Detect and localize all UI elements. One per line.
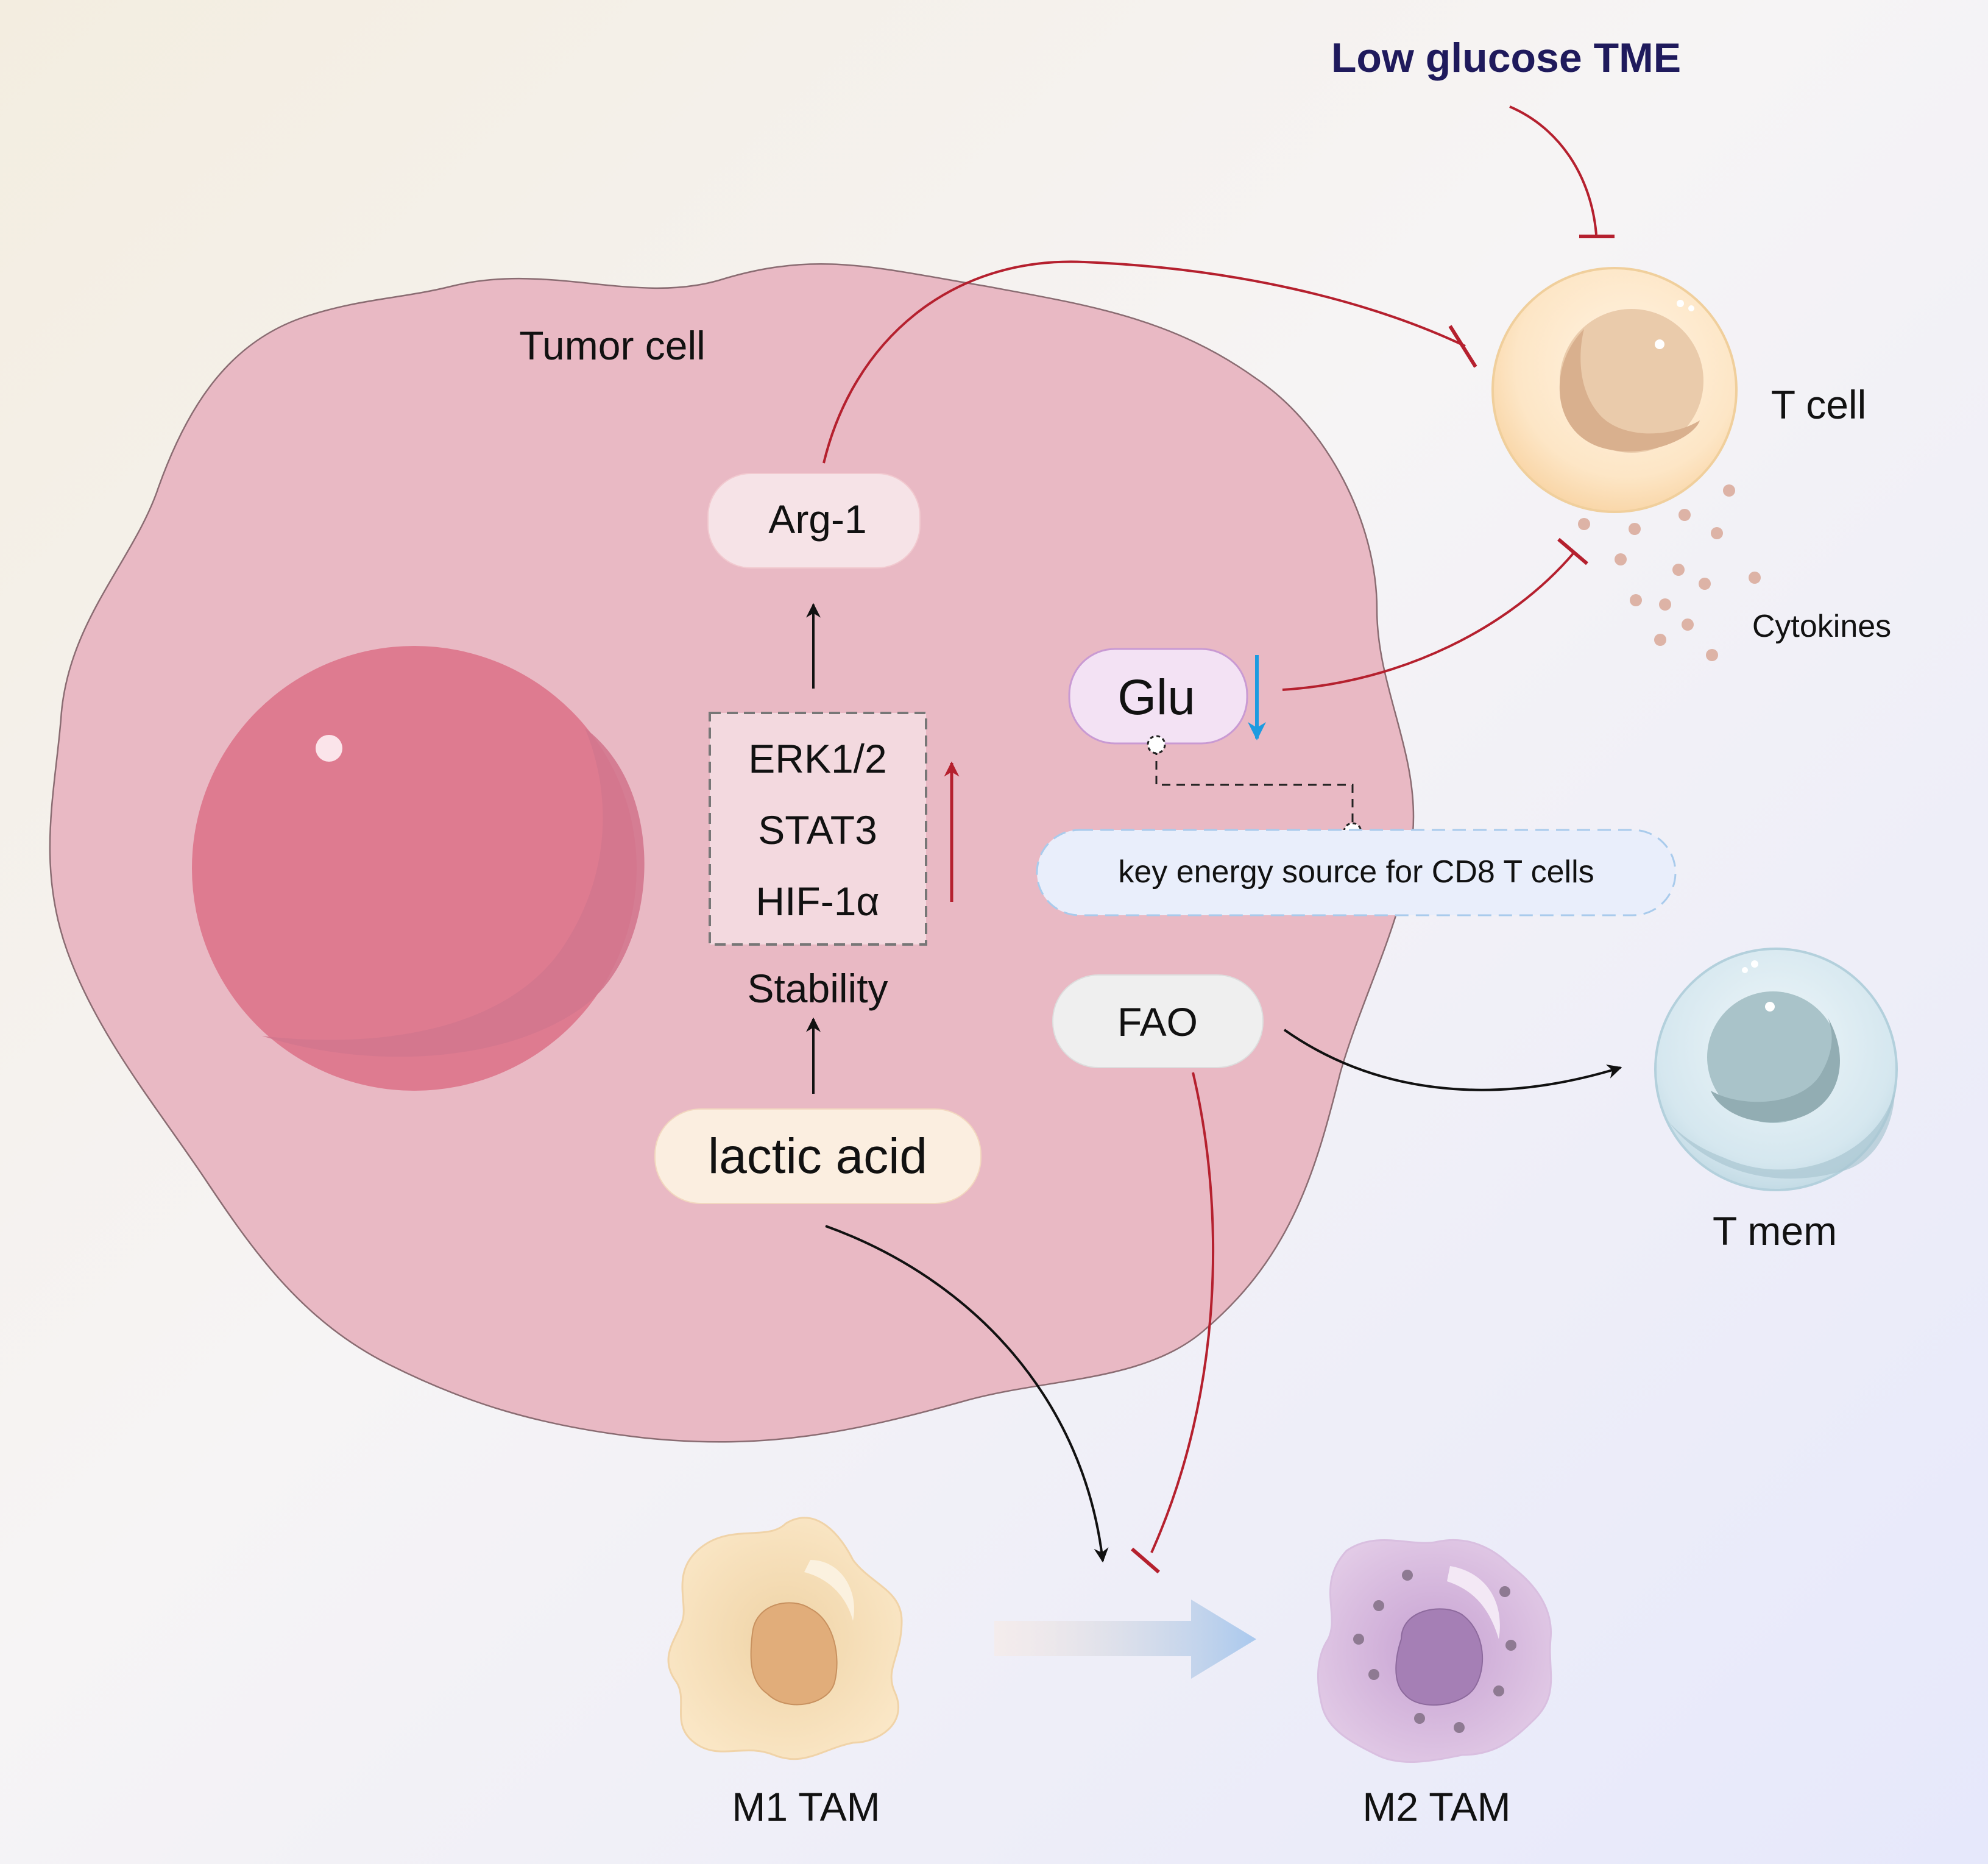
t-cell bbox=[1491, 267, 1738, 513]
svg-text:FAO: FAO bbox=[1117, 999, 1198, 1044]
svg-text:Glu: Glu bbox=[1117, 670, 1195, 725]
arg1-node: Arg-1 bbox=[707, 473, 921, 569]
m2-tam-cell bbox=[1317, 1539, 1552, 1763]
cytokines-label: Cytokines bbox=[1752, 609, 1891, 644]
m1-tam-label: M1 TAM bbox=[732, 1784, 880, 1829]
svg-text:key energy source for CD8 T ce: key energy source for CD8 T cells bbox=[1118, 854, 1594, 890]
svg-text:Arg-1: Arg-1 bbox=[768, 497, 866, 542]
m1-tam-cell bbox=[667, 1517, 903, 1760]
arg1-inhibit-bar bbox=[1448, 325, 1477, 368]
arg1-inhibit-tcell bbox=[822, 260, 1466, 464]
low-glucose-title: Low glucose TME bbox=[1331, 35, 1681, 81]
lactic-acid-node: lactic acid bbox=[654, 1108, 982, 1204]
hif-label: HIF-1α bbox=[755, 879, 879, 924]
lowglucose-inhibit-tcell bbox=[1509, 105, 1597, 235]
tumor-nucleus bbox=[192, 646, 645, 1091]
m1-to-m2-arrow bbox=[994, 1600, 1256, 1679]
t-mem-cell bbox=[1654, 948, 1898, 1191]
glu-node: Glu bbox=[1068, 648, 1248, 745]
glu-inhibit-tcell bbox=[1282, 550, 1576, 691]
signaling-box: ERK1/2 STAT3 HIF-1α bbox=[709, 712, 927, 946]
cytokine-dots bbox=[1578, 484, 1761, 661]
fao-node: FAO bbox=[1052, 974, 1264, 1068]
fao-inhibit-tam bbox=[1150, 1072, 1215, 1553]
fao-inhibit-tam-bar bbox=[1131, 1547, 1160, 1574]
erk-label: ERK1/2 bbox=[748, 736, 886, 781]
t-mem-label: T mem bbox=[1713, 1208, 1837, 1253]
t-cell-label: T cell bbox=[1771, 382, 1867, 427]
tumor-cell-label: Tumor cell bbox=[519, 323, 706, 368]
m2-tam-label: M2 TAM bbox=[1362, 1784, 1510, 1829]
svg-text:lactic acid: lactic acid bbox=[708, 1129, 927, 1184]
lactic-to-m2 bbox=[825, 1225, 1109, 1563]
stat3-label: STAT3 bbox=[758, 807, 877, 852]
key-energy-node: key energy source for CD8 T cells bbox=[1036, 829, 1677, 916]
fao-to-tmem bbox=[1283, 1029, 1622, 1091]
glu-inhibit-bar bbox=[1557, 537, 1588, 565]
stability-label: Stability bbox=[747, 966, 888, 1011]
